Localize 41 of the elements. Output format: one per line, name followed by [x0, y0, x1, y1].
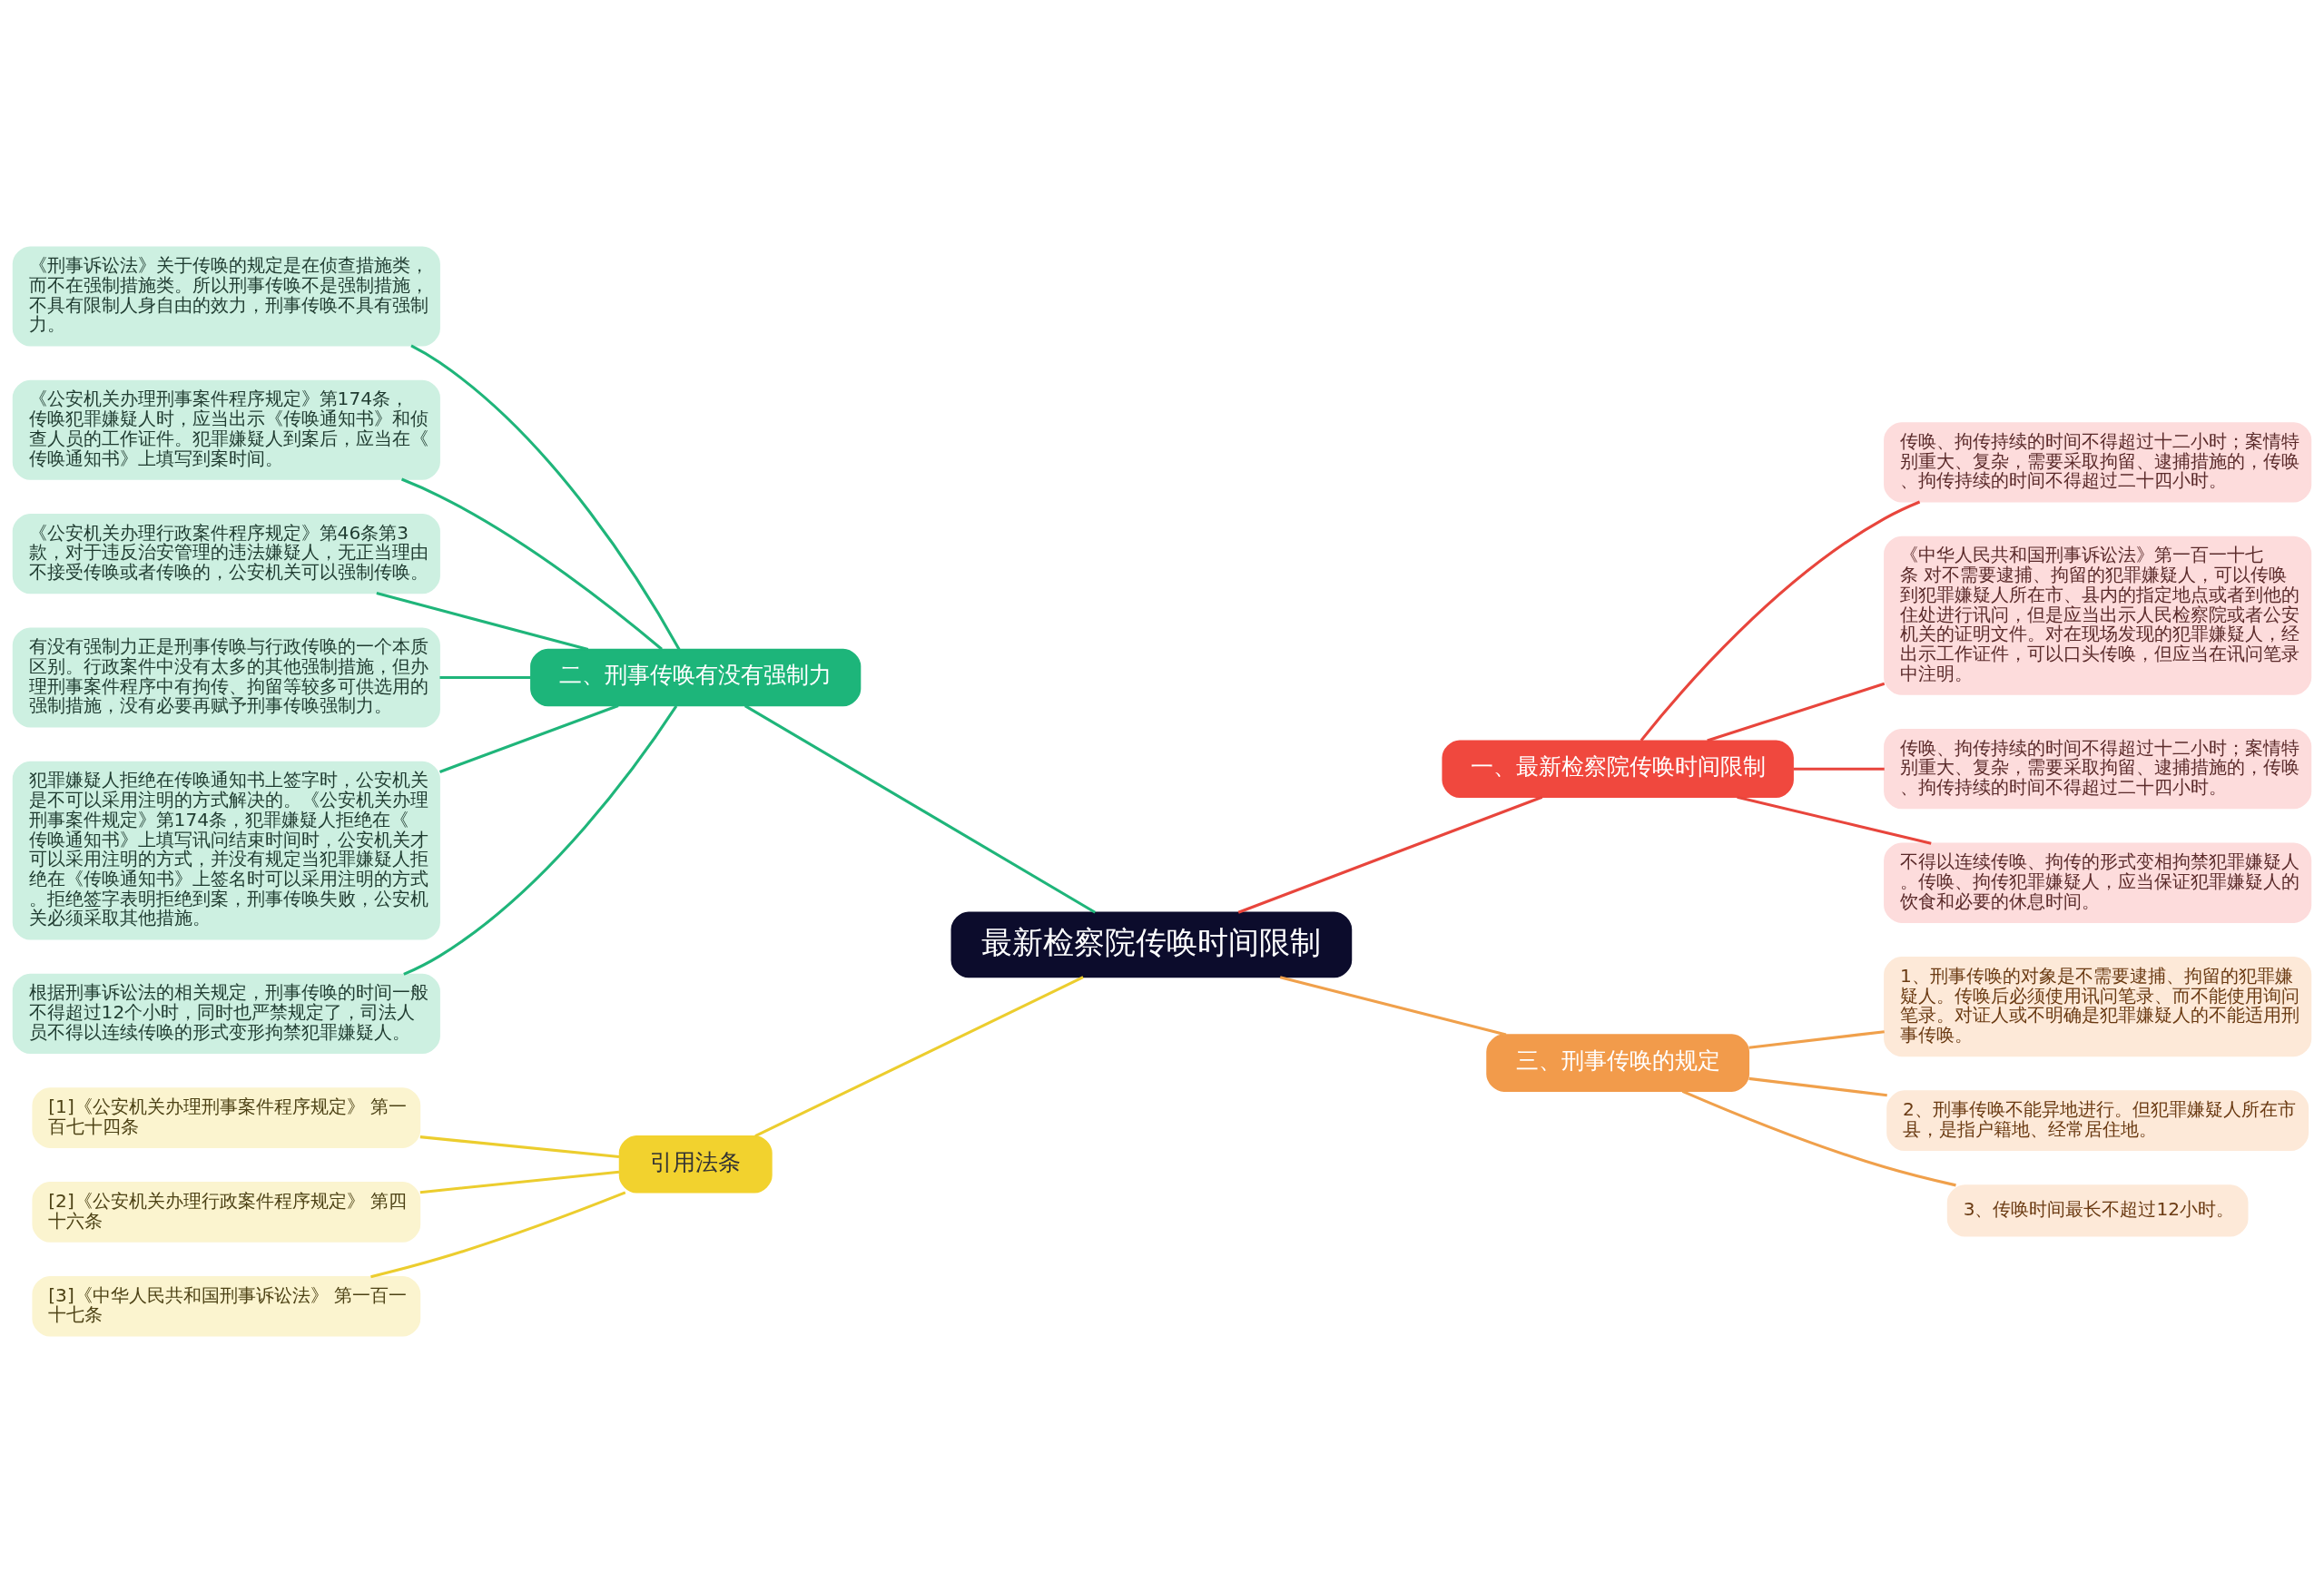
node-box: [2]《公安机关办理行政案件程序规定》 第四十六条	[32, 1181, 421, 1243]
node-box: 2、刑事传唤不能异地进行。但犯罪嫌疑人所在市县，是指户籍地、经常居住地。	[1886, 1089, 2309, 1151]
node-box: 传唤、拘传持续的时间不得超过十二小时；案情特别重大、复杂，需要采取拘留、逮捕措施的，传唤、拘传持续的时间不得超过二十四小时。	[1884, 728, 2312, 809]
connector	[410, 344, 681, 650]
node-box: 《中华人民共和国刑事诉讼法》第一百一十七条 对不需要逮捕、拘留的犯罪嫌疑人，可以传唤到犯罪嫌疑人所在市、县内的指定地点或者到他的住处进行讯问，但是应当出示人民检察院或者公安机关的证明文件。对在现场发现的犯罪嫌疑人，经出示工作证件，可以口头传唤，但应当在讯问笔录中注明。	[1884, 536, 2312, 695]
connector	[1237, 795, 1543, 914]
node-box: 根据刑事诉讼法的相关规定，刑事传唤的时间一般不得超过12个小时，同时也严禁规定了，司法人员不得以连续传唤的形式变形拘禁犯罪嫌疑人。	[12, 973, 440, 1054]
connector	[1279, 975, 1507, 1037]
connector	[419, 1170, 620, 1194]
node-box: 1、刑事传唤的对象是不需要逮捕、拘留的犯罪嫌疑人。传唤后必须使用讯问笔录、而不能使用询问笔录。对证人或不明确是犯罪嫌疑人的不能适用刑事传唤。	[1884, 956, 2312, 1056]
connector	[743, 703, 1097, 914]
node-box: 犯罪嫌疑人拒绝在传唤通知书上签字时，公安机关是不可以采用注明的方式解决的。《公安机关办理刑事案件规定》第174条，犯罪嫌疑人拒绝在《传唤通知书》上填写讯问结束时间时，公安机关才可以采用注明的方式，并没有规定当犯罪嫌疑人拒绝在《传唤通知书》上签名时可以采用注明的方式。拒绝签字表明拒绝到案，刑事传唤失败，公安机关必须采取其他措施。	[12, 761, 440, 939]
connector	[1640, 500, 1921, 742]
connector	[1748, 1076, 1887, 1096]
node-box: [1]《公安机关办理刑事案件程序规定》 第一百七十四条	[32, 1086, 421, 1148]
connector	[1707, 682, 1886, 742]
connector	[1681, 1089, 1956, 1186]
node-box: 有没有强制力正是刑事传唤与行政传唤的一个本质区别。行政案件中没有太多的其他强制措施，但办理刑事案件程序中有拘传、拘留等较多可供选用的强制措施，没有必要再赋予刑事传唤强制力。	[12, 626, 440, 727]
connector	[1793, 767, 1885, 771]
node-box: [3]《中华人民共和国刑事诉讼法》 第一百一十七条	[32, 1275, 421, 1337]
connector	[376, 591, 589, 651]
connector	[754, 975, 1084, 1137]
connector	[438, 703, 619, 773]
node-box: 最新检察院传唤时间限制	[950, 911, 1353, 978]
node-box: 二、刑事传唤有没有强制力	[530, 648, 862, 706]
node-box: 《刑事诉讼法》关于传唤的规定是在侦查措施类，而不在强制措施类。所以刑事传唤不是强制措施，不具有限制人身自由的效力，刑事传唤不具有强制力。	[12, 245, 440, 346]
connector	[1737, 795, 1932, 845]
connector	[370, 1190, 626, 1278]
connector	[439, 675, 531, 679]
node-box: 《公安机关办理行政案件程序规定》第46条第3款，对于违反治安管理的违法嫌疑人，无正当理由不接受传唤或者传唤的，公安机关可以强制传唤。	[12, 513, 440, 594]
node-box: 《公安机关办理刑事案件程序规定》第174条，传唤犯罪嫌疑人时，应当出示《传唤通知书》和侦查人员的工作证件。犯罪嫌疑人到案后，应当在《传唤通知书》上填写到案时间。	[12, 379, 440, 480]
connector	[403, 704, 678, 976]
connector	[1748, 1029, 1885, 1049]
node-box: 不得以连续传唤、拘传的形式变相拘禁犯罪嫌疑人。传唤、拘传犯罪嫌疑人，应当保证犯罪嫌疑人的饮食和必要的休息时间。	[1884, 842, 2312, 923]
node-box: 三、刑事传唤的规定	[1486, 1033, 1750, 1092]
node-box: 3、传唤时间最长不超过12小时。	[1946, 1184, 2249, 1237]
connector	[419, 1135, 620, 1158]
node-box: 传唤、拘传持续的时间不得超过十二小时；案情特别重大、复杂，需要采取拘留、逮捕措施的，传唤、拘传持续的时间不得超过二十四小时。	[1884, 421, 2312, 502]
connector	[400, 477, 663, 650]
node-box: 一、最新检察院传唤时间限制	[1442, 739, 1794, 798]
node-box: 引用法条	[618, 1135, 773, 1193]
